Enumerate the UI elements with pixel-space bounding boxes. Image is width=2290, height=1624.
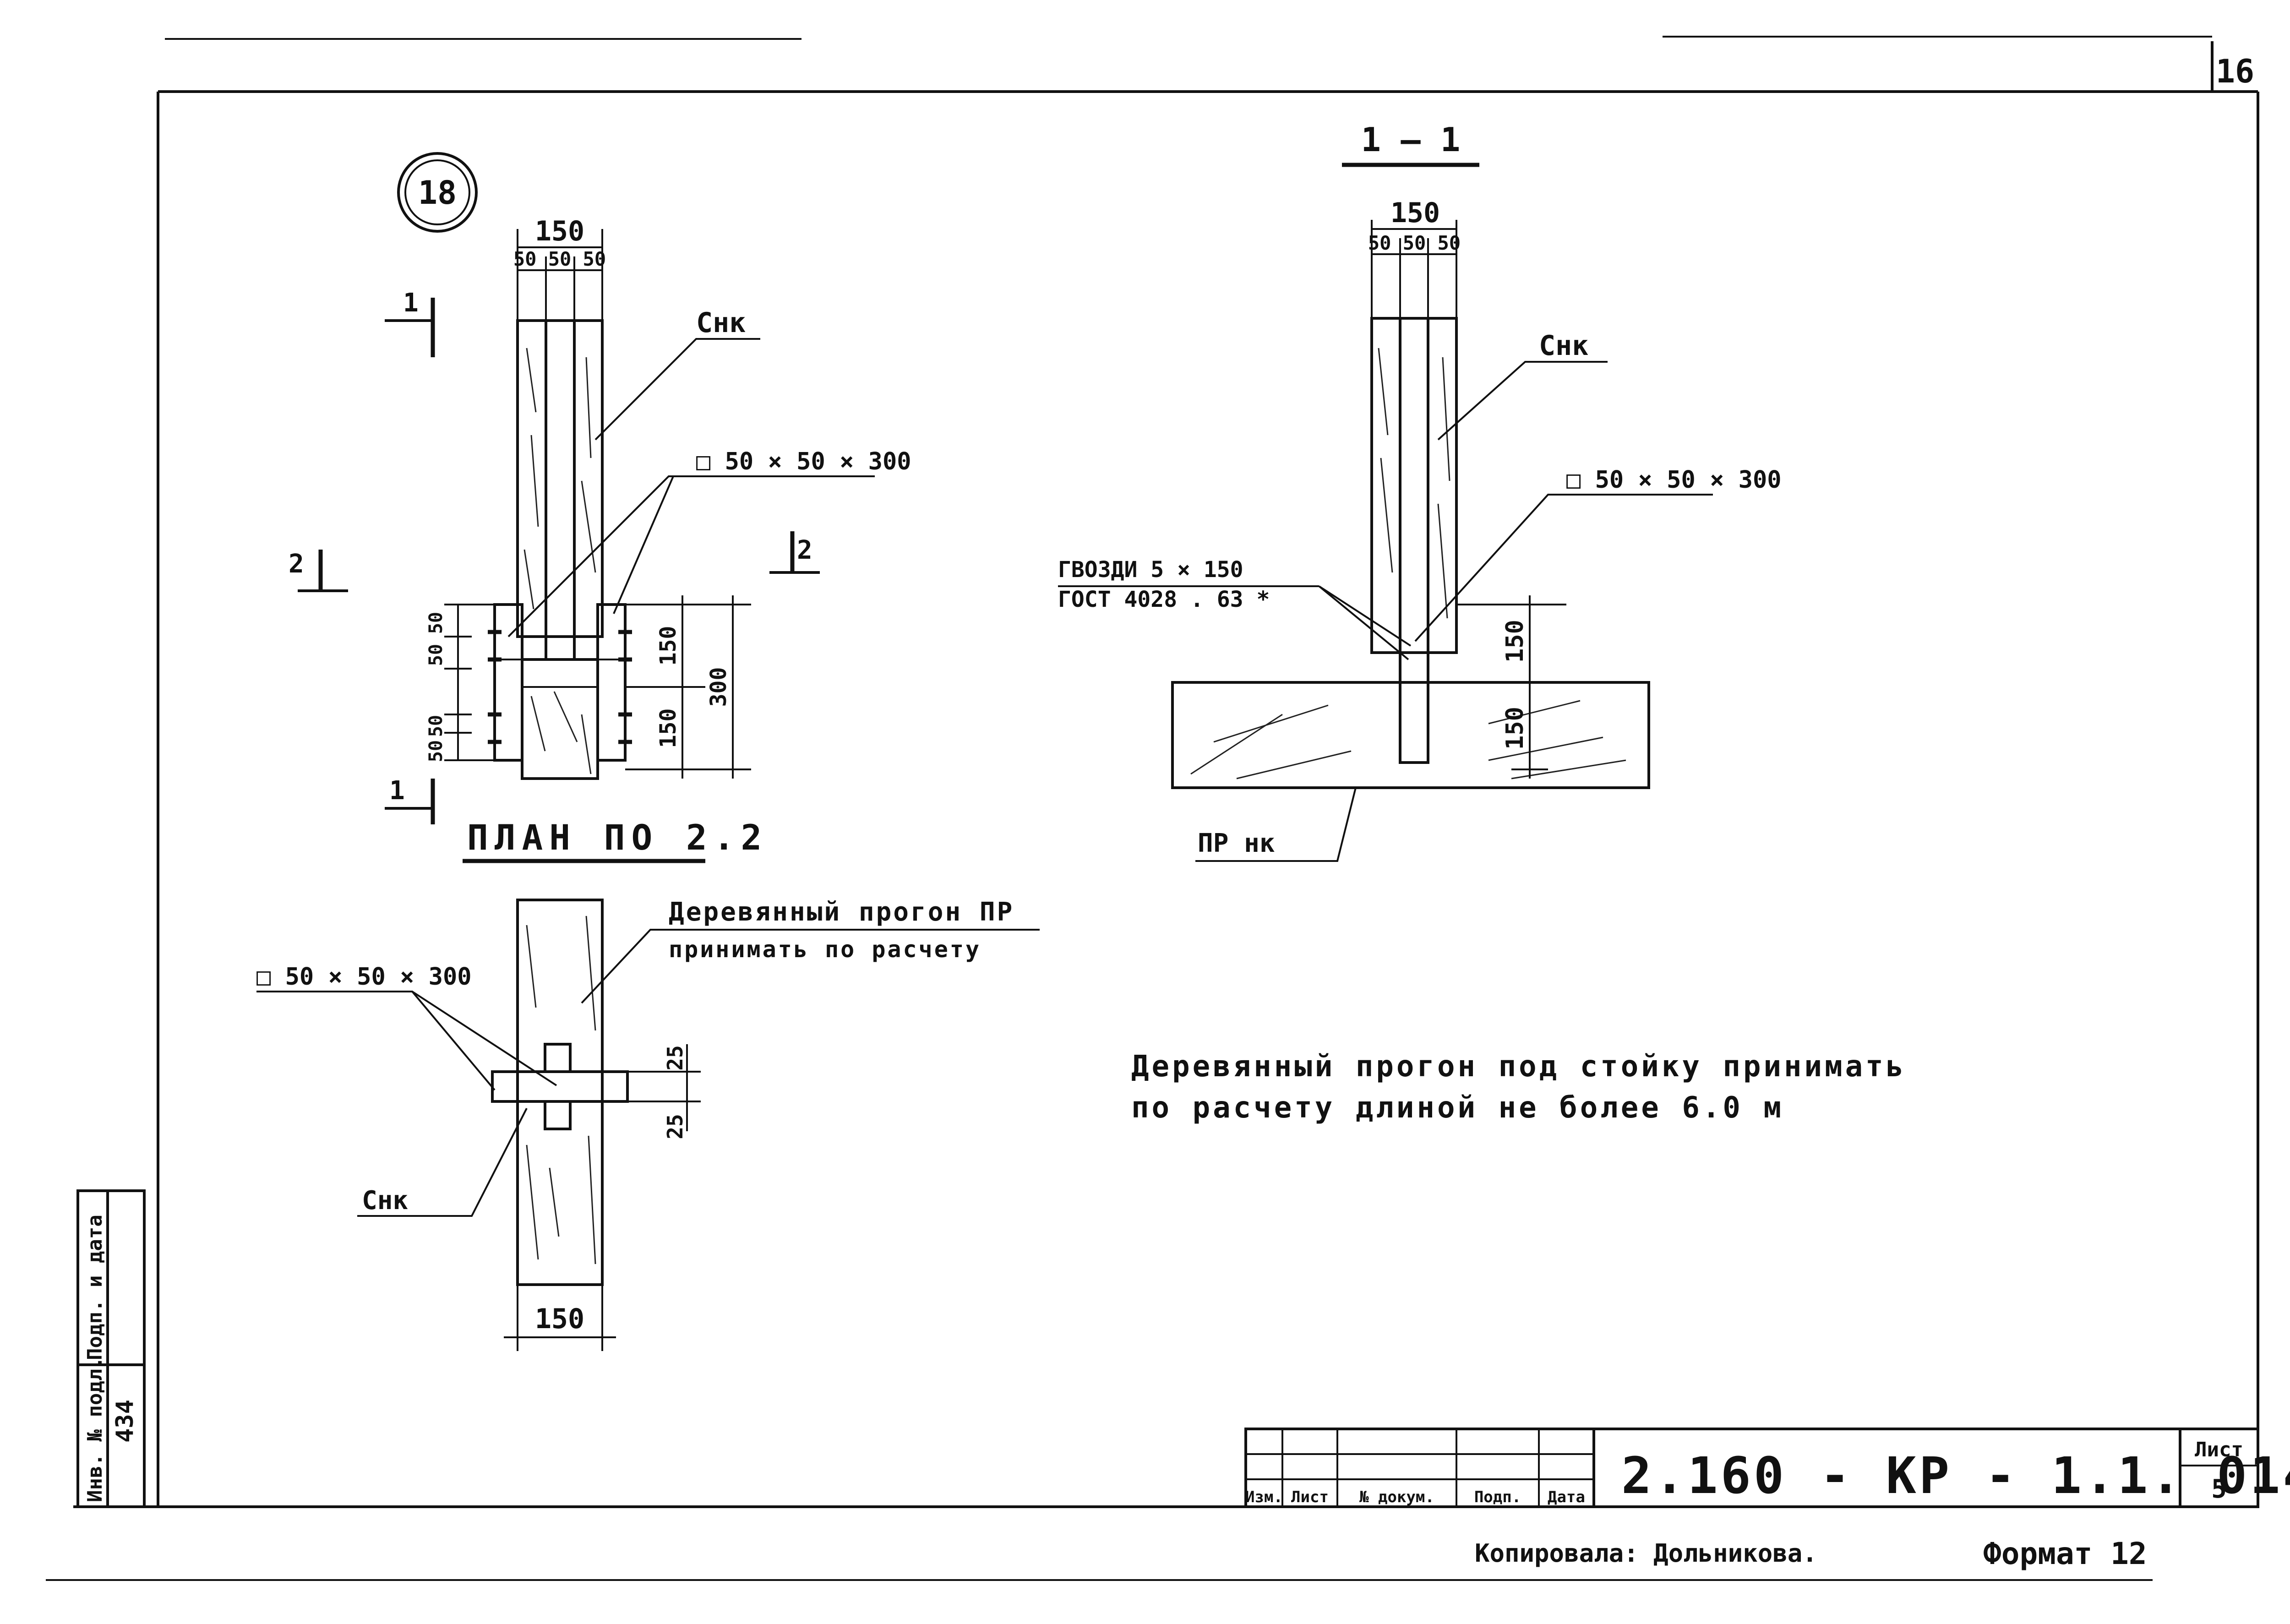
- left-plate-label: □ 50 × 50 × 300: [696, 448, 911, 475]
- plan-purlin-label-1: Деревянный прогон ПР: [669, 897, 1014, 927]
- cut-label: 2: [289, 549, 304, 579]
- note-line-2: по расчету длиной не более 6.0 м: [1131, 1091, 1784, 1125]
- tb-col-doc: № докум.: [1359, 1488, 1434, 1506]
- note-line-1: Деревянный прогон под стойку принимать: [1131, 1050, 1906, 1084]
- section-dim-150-b: 150: [1501, 707, 1529, 750]
- plan-post-label: Снк: [362, 1186, 408, 1215]
- page-number: 16: [2216, 53, 2254, 90]
- left-dims-vertical: 50 50 50 50 150 150 300: [425, 612, 731, 762]
- left-dim-text: 50: [425, 644, 447, 666]
- left-dim-text: 50: [425, 612, 447, 634]
- tb-col-podp: Подп.: [1474, 1488, 1521, 1506]
- section-nails-label: ГВОЗДИ 5 × 150: [1058, 557, 1243, 583]
- tb-col-izm: Изм.: [1245, 1488, 1283, 1506]
- tb-sheet-label: Лист: [2195, 1438, 2243, 1461]
- tb-col-data: Дата: [1548, 1488, 1585, 1506]
- plan-plate-label: □ 50 × 50 × 300: [256, 963, 472, 991]
- side-stamp: [76, 1189, 146, 1508]
- cut-label: 2: [797, 535, 812, 565]
- footer-copied: Копировала: Дольникова.: [1475, 1539, 1817, 1568]
- section-dim-total: 150: [1390, 197, 1440, 229]
- left-dim-150-bottom: 150: [655, 708, 681, 748]
- sheet-frame: [46, 36, 2259, 1581]
- left-dim-text: 50: [425, 740, 447, 762]
- section-purlin-label: ПР нк: [1198, 828, 1275, 858]
- plan-purlin-label-2: принимать по расчету: [669, 936, 981, 963]
- nail-marks: [488, 630, 632, 744]
- section-1-1-detail: [1058, 220, 1713, 862]
- section-plate-label: □ 50 × 50 × 300: [1566, 466, 1782, 494]
- section-nails-gost: ГОСТ 4028 . 63 *: [1058, 587, 1270, 612]
- detail-mark-number: 18: [418, 174, 457, 212]
- tb-sheet-number: 5: [2211, 1474, 2227, 1504]
- plan-dim-150: 150: [535, 1303, 584, 1335]
- plan-title: ПЛАН ПО 2.2: [467, 817, 768, 858]
- section-title: 1 — 1: [1361, 120, 1461, 159]
- left-dim-parts: 50 50 50: [513, 248, 606, 270]
- left-dim-150-top: 150: [655, 626, 681, 666]
- tb-col-list: Лист: [1291, 1488, 1329, 1506]
- footer-format: Формат 12: [1983, 1536, 2147, 1571]
- left-post-label: Снк: [696, 307, 746, 339]
- side-stamp-number: 434: [111, 1400, 139, 1443]
- section-dim-parts: 50 50 50: [1368, 232, 1461, 254]
- section-dim-150-a: 150: [1501, 620, 1529, 663]
- side-stamp-col2: Подп. и дата: [83, 1215, 107, 1360]
- side-stamp-col1: Инв. № подл.: [83, 1357, 107, 1502]
- plan-dim-25-b: 25: [663, 1114, 687, 1139]
- left-dim-300: 300: [706, 667, 731, 707]
- left-dim-text: 50: [425, 715, 447, 737]
- cut-label: 1: [403, 288, 419, 318]
- plan-2-2-detail: [256, 899, 1040, 1351]
- cut-label: 1: [389, 776, 405, 806]
- tb-designation: 2.160 - КР - 1.1. 014: [1621, 1446, 2290, 1505]
- left-dim-total: 150: [535, 215, 584, 247]
- left-elevation-detail: [298, 229, 875, 824]
- section-post-label: Снк: [1539, 330, 1588, 362]
- detail-mark: [397, 152, 478, 233]
- title-block: [1244, 1428, 2259, 1508]
- plan-dim-25-a: 25: [663, 1045, 687, 1070]
